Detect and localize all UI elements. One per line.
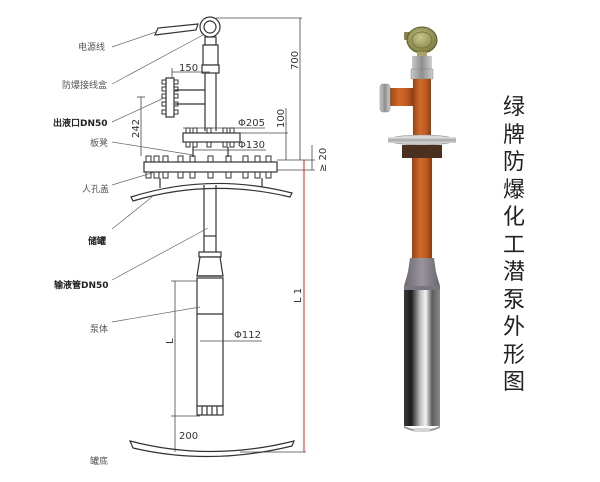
explosion-proof-box [406,26,438,54]
title-char: 潜 [502,260,525,285]
figure-title: 绿 牌 防 爆 化 工 潜 泵 外 形 图 [494,94,534,397]
title-char: 图 [502,370,525,395]
dim-L1: L 1 [293,288,304,303]
dim-phi130: Φ130 [238,140,265,151]
dim-L: L [165,338,176,344]
stainless-pump-body [404,290,440,426]
dim-200: 200 [179,431,198,442]
line-drawing [128,16,295,458]
tank-bottom-shape [128,440,295,458]
dim-700: 700 [290,51,301,70]
title-char: 绿 [502,95,525,120]
title-char: 防 [502,150,525,175]
dim-ge20: ≥ 20 [318,148,329,172]
label-tank-bottom: 罐底 [90,455,108,467]
plate-shape [143,161,278,173]
title-char: 形 [502,342,525,368]
dim-242: 242 [131,119,142,138]
label-power-cable: 电源线 [78,41,105,53]
leader-lines [111,31,209,323]
title-char: 牌 [502,122,525,148]
dim-phi205: Φ205 [238,118,265,129]
dim-150: 150 [179,63,198,74]
pump-photo [379,26,457,432]
outlet-flange-shape [165,77,175,118]
pump-body-shape [196,277,224,407]
tank-top-shape [130,182,293,202]
power-cable-shape [154,23,199,36]
dim-phi112: Φ112 [234,330,261,341]
upper-flange-shape [182,132,241,143]
label-outlet: 出液口DN50 [53,117,108,129]
label-manhole-cover: 人孔盖 [82,183,109,195]
title-char: 外 [502,315,525,340]
title-char: 泵 [502,287,525,313]
junction-box-shape [199,16,221,38]
dim-100: 100 [276,109,287,128]
label-pump-body: 泵体 [90,323,108,335]
dimension-lines [137,17,315,453]
title-char: 化 [502,205,525,230]
label-plate: 板凳 [90,137,108,149]
title-char: 工 [502,232,525,258]
title-char: 爆 [502,177,525,203]
label-tank: 储罐 [88,235,106,247]
label-delivery-pipe: 输液管DN50 [54,279,109,291]
label-junction-box: 防爆接线盒 [62,79,107,91]
